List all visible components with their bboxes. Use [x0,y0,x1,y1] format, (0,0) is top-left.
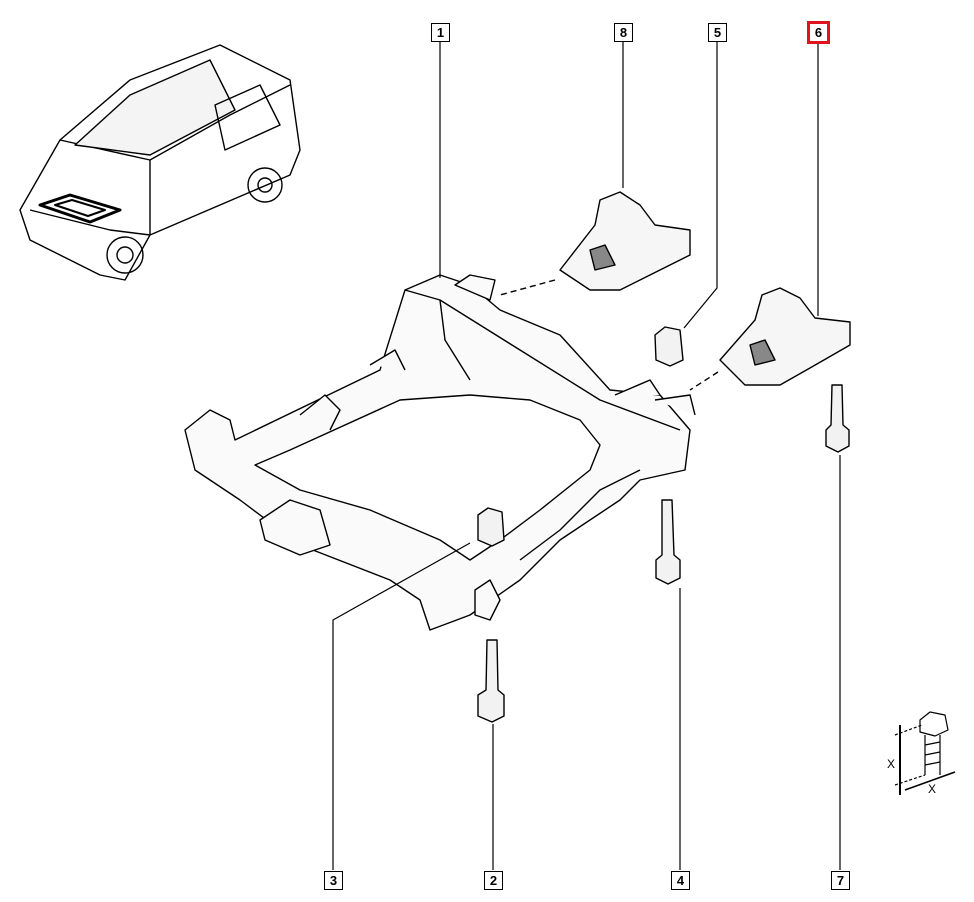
callout-5[interactable]: 5 [708,23,727,42]
bolt-part-7 [825,384,850,453]
bolt-dimension-icon [894,711,956,795]
callout-6-highlighted[interactable]: 6 [807,21,830,44]
vehicle-location-icon [19,44,301,281]
bracket-part-8 [559,191,691,291]
nut-part-5 [654,326,684,367]
nut-part-3 [477,507,505,547]
bolt-part-2 [477,639,505,723]
subframe-part-1 [184,274,696,631]
dimension-x-vertical: X [887,757,896,771]
callout-3[interactable]: 3 [324,871,343,890]
assembly-arrow [689,371,719,391]
leader-lines [332,42,841,870]
bracket-part-6 [719,287,851,386]
callout-4[interactable]: 4 [671,871,690,890]
callout-2[interactable]: 2 [484,871,503,890]
dimension-x-horizontal: X [928,782,937,796]
bolt-part-4 [655,499,681,585]
callout-7[interactable]: 7 [831,871,850,890]
assembly-arrow [499,279,556,296]
callout-8[interactable]: 8 [614,23,633,42]
callout-1[interactable]: 1 [431,23,450,42]
